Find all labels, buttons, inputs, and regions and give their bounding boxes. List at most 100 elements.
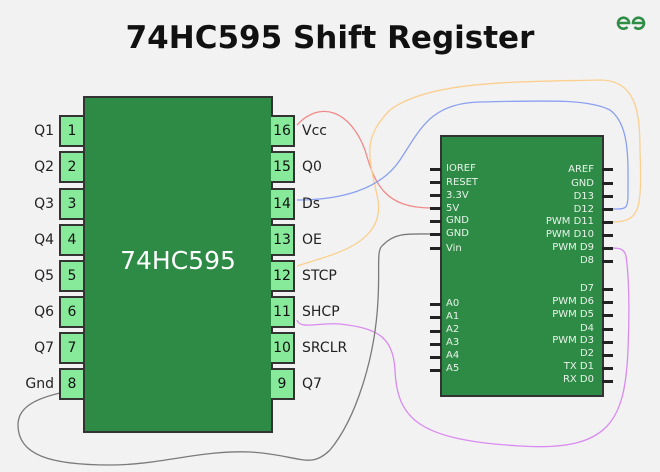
wire-vcc-5v (296, 110, 433, 209)
arduino-pin-aref: AREF (568, 164, 594, 175)
pin-15: 15 (271, 151, 295, 183)
diagram-title: 74HC595 Shift Register (125, 20, 535, 56)
arduino-pin-stub (430, 194, 441, 197)
pin-name-q7: Q7 (34, 340, 54, 356)
wire-ds-d12 (296, 100, 629, 210)
pin-7: 7 (59, 332, 83, 364)
arduino-pin-stub (602, 208, 613, 211)
pin-name-q3: Q3 (34, 196, 54, 212)
arduino-pin-d4: D4 (579, 323, 594, 334)
arduino-pin-a0: A0 (446, 298, 460, 309)
arduino-pin-d1: TX D1 (563, 361, 594, 372)
wire-gnd-gnd (17, 233, 433, 466)
arduino-board (440, 135, 604, 397)
arduino-pin-ioref: IOREF (446, 163, 476, 174)
arduino-pin-d6: PWM D6 (552, 296, 594, 307)
arduino-pin-d9: PWM D9 (552, 242, 594, 253)
arduino-pin-stub (430, 233, 441, 236)
arduino-pin-d8: D8 (579, 255, 594, 266)
pin-3: 3 (59, 188, 83, 220)
arduino-pin-stub (430, 220, 441, 223)
arduino-pin-d13: D13 (573, 191, 594, 202)
pin-4: 4 (59, 224, 83, 256)
pin-14: 14 (271, 188, 295, 220)
arduino-pin-5v: 5V (446, 203, 460, 214)
pin-11: 11 (271, 296, 295, 328)
pin-1: 1 (59, 115, 83, 147)
pin-name-gnd: Gnd (25, 376, 54, 392)
arduino-pin-stub (602, 301, 613, 304)
pin-6: 6 (59, 296, 83, 328)
arduino-pin-stub (602, 182, 613, 185)
arduino-pin-d7: D7 (579, 283, 594, 294)
arduino-pin-reset: RESET (446, 177, 479, 188)
arduino-pin-stub (430, 181, 441, 184)
pin-name-vcc: Vcc (302, 123, 327, 139)
pin-2: 2 (59, 151, 83, 183)
chip-label: 74HC595 (120, 246, 236, 275)
pin-name-q0: Q0 (302, 159, 322, 175)
arduino-pin-stub (430, 168, 441, 171)
arduino-pin-stub (602, 168, 613, 171)
arduino-pin-stub (602, 328, 613, 331)
wire-stcp-d11 (296, 79, 642, 267)
pin-name-ds: Ds (302, 196, 321, 212)
pin-name-stcp: STCP (302, 268, 337, 284)
arduino-pin-d11: PWM D11 (545, 216, 594, 227)
pin-name-q4: Q4 (34, 232, 54, 248)
arduino-pin-d5: PWM D5 (552, 309, 594, 320)
pin-name-shcp: SHCP (302, 304, 340, 320)
arduino-pin-d2: D2 (579, 348, 594, 359)
arduino-pin-stub (602, 354, 613, 357)
pin-9: 9 (271, 368, 295, 400)
arduino-pin-stub (602, 260, 613, 263)
arduino-pin-stub (430, 356, 441, 359)
wire-shcp-d9 (296, 247, 630, 448)
arduino-pin-d10: PWM D10 (545, 229, 594, 240)
arduino-pin-stub (602, 314, 613, 317)
arduino-pin-a2: A2 (446, 324, 460, 335)
arduino-pin-stub (602, 288, 613, 291)
arduino-pin-a3: A3 (446, 337, 460, 348)
pin-name-q7-out: Q7 (302, 376, 322, 392)
pin-5: 5 (59, 260, 83, 292)
arduino-pin-stub (602, 234, 613, 237)
arduino-pin-vin: Vin (446, 243, 462, 254)
arduino-pin-stub (602, 247, 613, 250)
arduino-pin-a4: A4 (446, 350, 460, 361)
arduino-pin-stub (602, 341, 613, 344)
arduino-pin-gnd-3: GND (571, 178, 594, 189)
pin-12: 12 (271, 260, 295, 292)
arduino-pin-stub (430, 207, 441, 210)
pin-name-q2: Q2 (34, 159, 54, 175)
arduino-pin-d12: D12 (573, 204, 594, 215)
pin-name-oe: OE (302, 232, 322, 248)
geeksforgeeks-logo-icon (616, 16, 646, 30)
arduino-pin-a5: A5 (446, 363, 460, 374)
arduino-pin-gnd-2: GND (446, 228, 469, 239)
arduino-pin-stub (430, 330, 441, 333)
arduino-pin-stub (430, 316, 441, 319)
arduino-pin-stub (430, 343, 441, 346)
arduino-pin-stub (430, 247, 441, 250)
arduino-pin-stub (430, 303, 441, 306)
arduino-pin-3v3: 3.3V (446, 190, 469, 201)
arduino-pin-stub (602, 195, 613, 198)
pin-8: 8 (59, 368, 83, 400)
pin-name-q6: Q6 (34, 304, 54, 320)
pin-10: 10 (271, 332, 295, 364)
arduino-pin-stub (602, 367, 613, 370)
arduino-pin-stub (602, 221, 613, 224)
pin-13: 13 (271, 224, 295, 256)
arduino-pin-a1: A1 (446, 311, 460, 322)
pin-name-srclr: SRCLR (302, 340, 348, 356)
arduino-pin-d0: RX D0 (562, 374, 594, 385)
arduino-pin-stub (602, 380, 613, 383)
arduino-pin-stub (430, 369, 441, 372)
pin-name-q5: Q5 (34, 268, 54, 284)
pin-16: 16 (271, 115, 295, 147)
arduino-pin-gnd-1: GND (446, 215, 469, 226)
arduino-pin-d3: PWM D3 (552, 335, 594, 346)
pin-name-q1: Q1 (34, 123, 54, 139)
